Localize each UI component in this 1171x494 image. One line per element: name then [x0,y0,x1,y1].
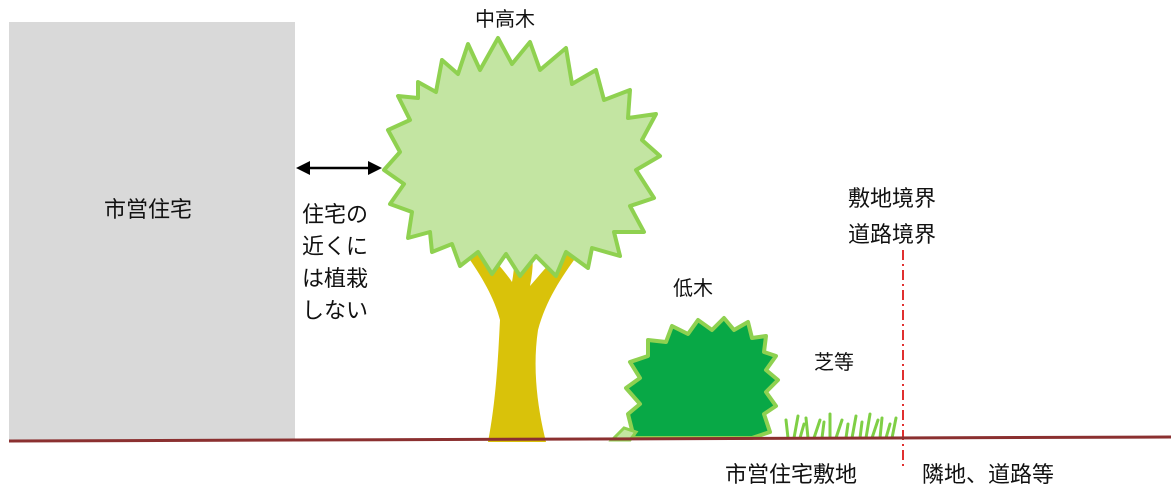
tall-tree-crown [382,36,662,278]
grass [784,412,898,440]
building-label: 市営住宅 [104,198,193,223]
ground-line [8,435,1171,443]
boundary-labels: 敷地境界 道路境界 [848,182,968,254]
distance-note: 住宅の 近くに は植栽 しない [302,200,382,328]
shrub [624,316,780,440]
neighbor-label: 隣地、道路等 [922,463,1055,488]
road-boundary-label: 道路境界 [848,223,937,248]
distance-note-line: しない [302,299,369,324]
distance-note-line: 住宅の [302,203,369,228]
site-boundary-label: 敷地境界 [848,187,937,212]
site-label: 市営住宅敷地 [725,463,858,488]
municipal-housing-building [9,22,295,440]
distance-note-line: 近くに [302,235,369,260]
tall-tree-trunk [460,232,580,442]
distance-arrow [296,161,382,175]
tall-tree-label: 中高木 [475,7,535,31]
shrub-label: 低木 [673,276,713,300]
distance-note-line: は植栽 [302,267,369,292]
grass-label: 芝等 [814,350,854,374]
